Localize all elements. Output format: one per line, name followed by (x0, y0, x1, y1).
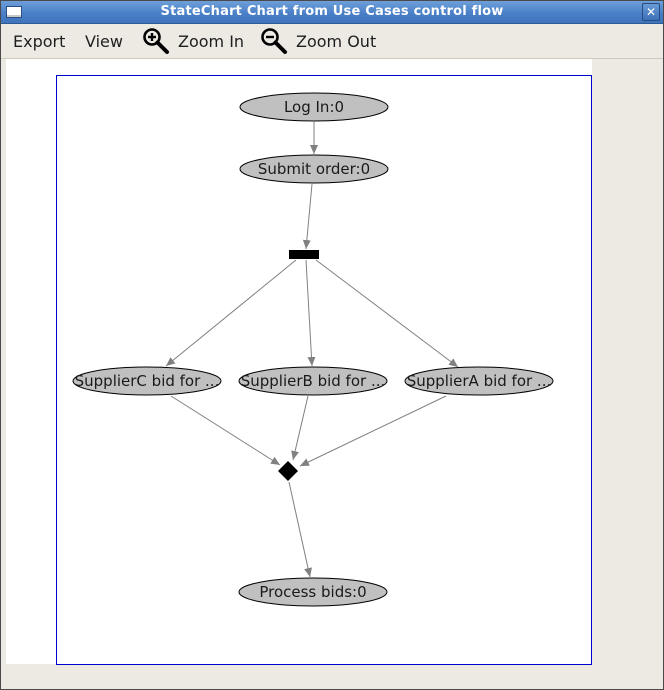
state-node-process-bids[interactable]: Process bids:0 (238, 577, 388, 607)
node-label: SupplierC bid for ... (75, 372, 220, 390)
zoom-in-label: Zoom In (178, 32, 245, 51)
state-node-supplierB[interactable]: SupplierB bid for ... (238, 366, 388, 396)
edge-supplierA-merge (299, 395, 447, 467)
edge-supplierB-merge (291, 395, 309, 461)
zoom-in-icon (143, 28, 169, 54)
statechart-diagram: Log In:0 Submit order:0 SupplierC bid fo… (72, 92, 554, 607)
edge-fork-supplierB (305, 259, 316, 367)
title-bar[interactable]: StateChart Chart from Use Cases control … (1, 1, 663, 24)
diagram-frame (56, 75, 592, 665)
window-title: StateChart Chart from Use Cases control … (160, 4, 504, 19)
fork-bar[interactable] (289, 250, 319, 259)
zoom-out-label: Zoom Out (296, 32, 377, 51)
zoom-out-icon (261, 28, 287, 54)
edge-fork-supplierC (165, 259, 297, 367)
edge-fork-supplierA (315, 259, 459, 368)
node-label: SupplierA bid for ... (407, 372, 552, 390)
edge-merge-process (288, 481, 312, 578)
edge-submit-fork (302, 183, 313, 250)
state-node-supplierA[interactable]: SupplierA bid for ... (404, 366, 554, 396)
node-label: Process bids:0 (259, 583, 366, 601)
state-node-login[interactable]: Log In:0 (239, 92, 389, 122)
node-label: SupplierB bid for ... (241, 372, 386, 390)
merge-diamond[interactable] (278, 461, 298, 481)
view-menu[interactable]: View (85, 32, 123, 51)
close-icon[interactable]: ✕ (642, 3, 660, 21)
node-label: Submit order:0 (258, 160, 370, 178)
state-node-supplierC[interactable]: SupplierC bid for ... (72, 366, 222, 396)
edges (165, 122, 459, 578)
diagram-canvas[interactable]: Log In:0 Submit order:0 SupplierC bid fo… (6, 59, 592, 665)
edge-supplierC-merge (170, 395, 281, 466)
state-node-submit-order[interactable]: Submit order:0 (239, 154, 389, 184)
export-menu[interactable]: Export (13, 32, 66, 51)
window-menu-icon[interactable] (6, 6, 22, 18)
toolbar: Export View Zoom In Zoom Out (1, 24, 663, 59)
node-label: Log In:0 (284, 98, 344, 116)
